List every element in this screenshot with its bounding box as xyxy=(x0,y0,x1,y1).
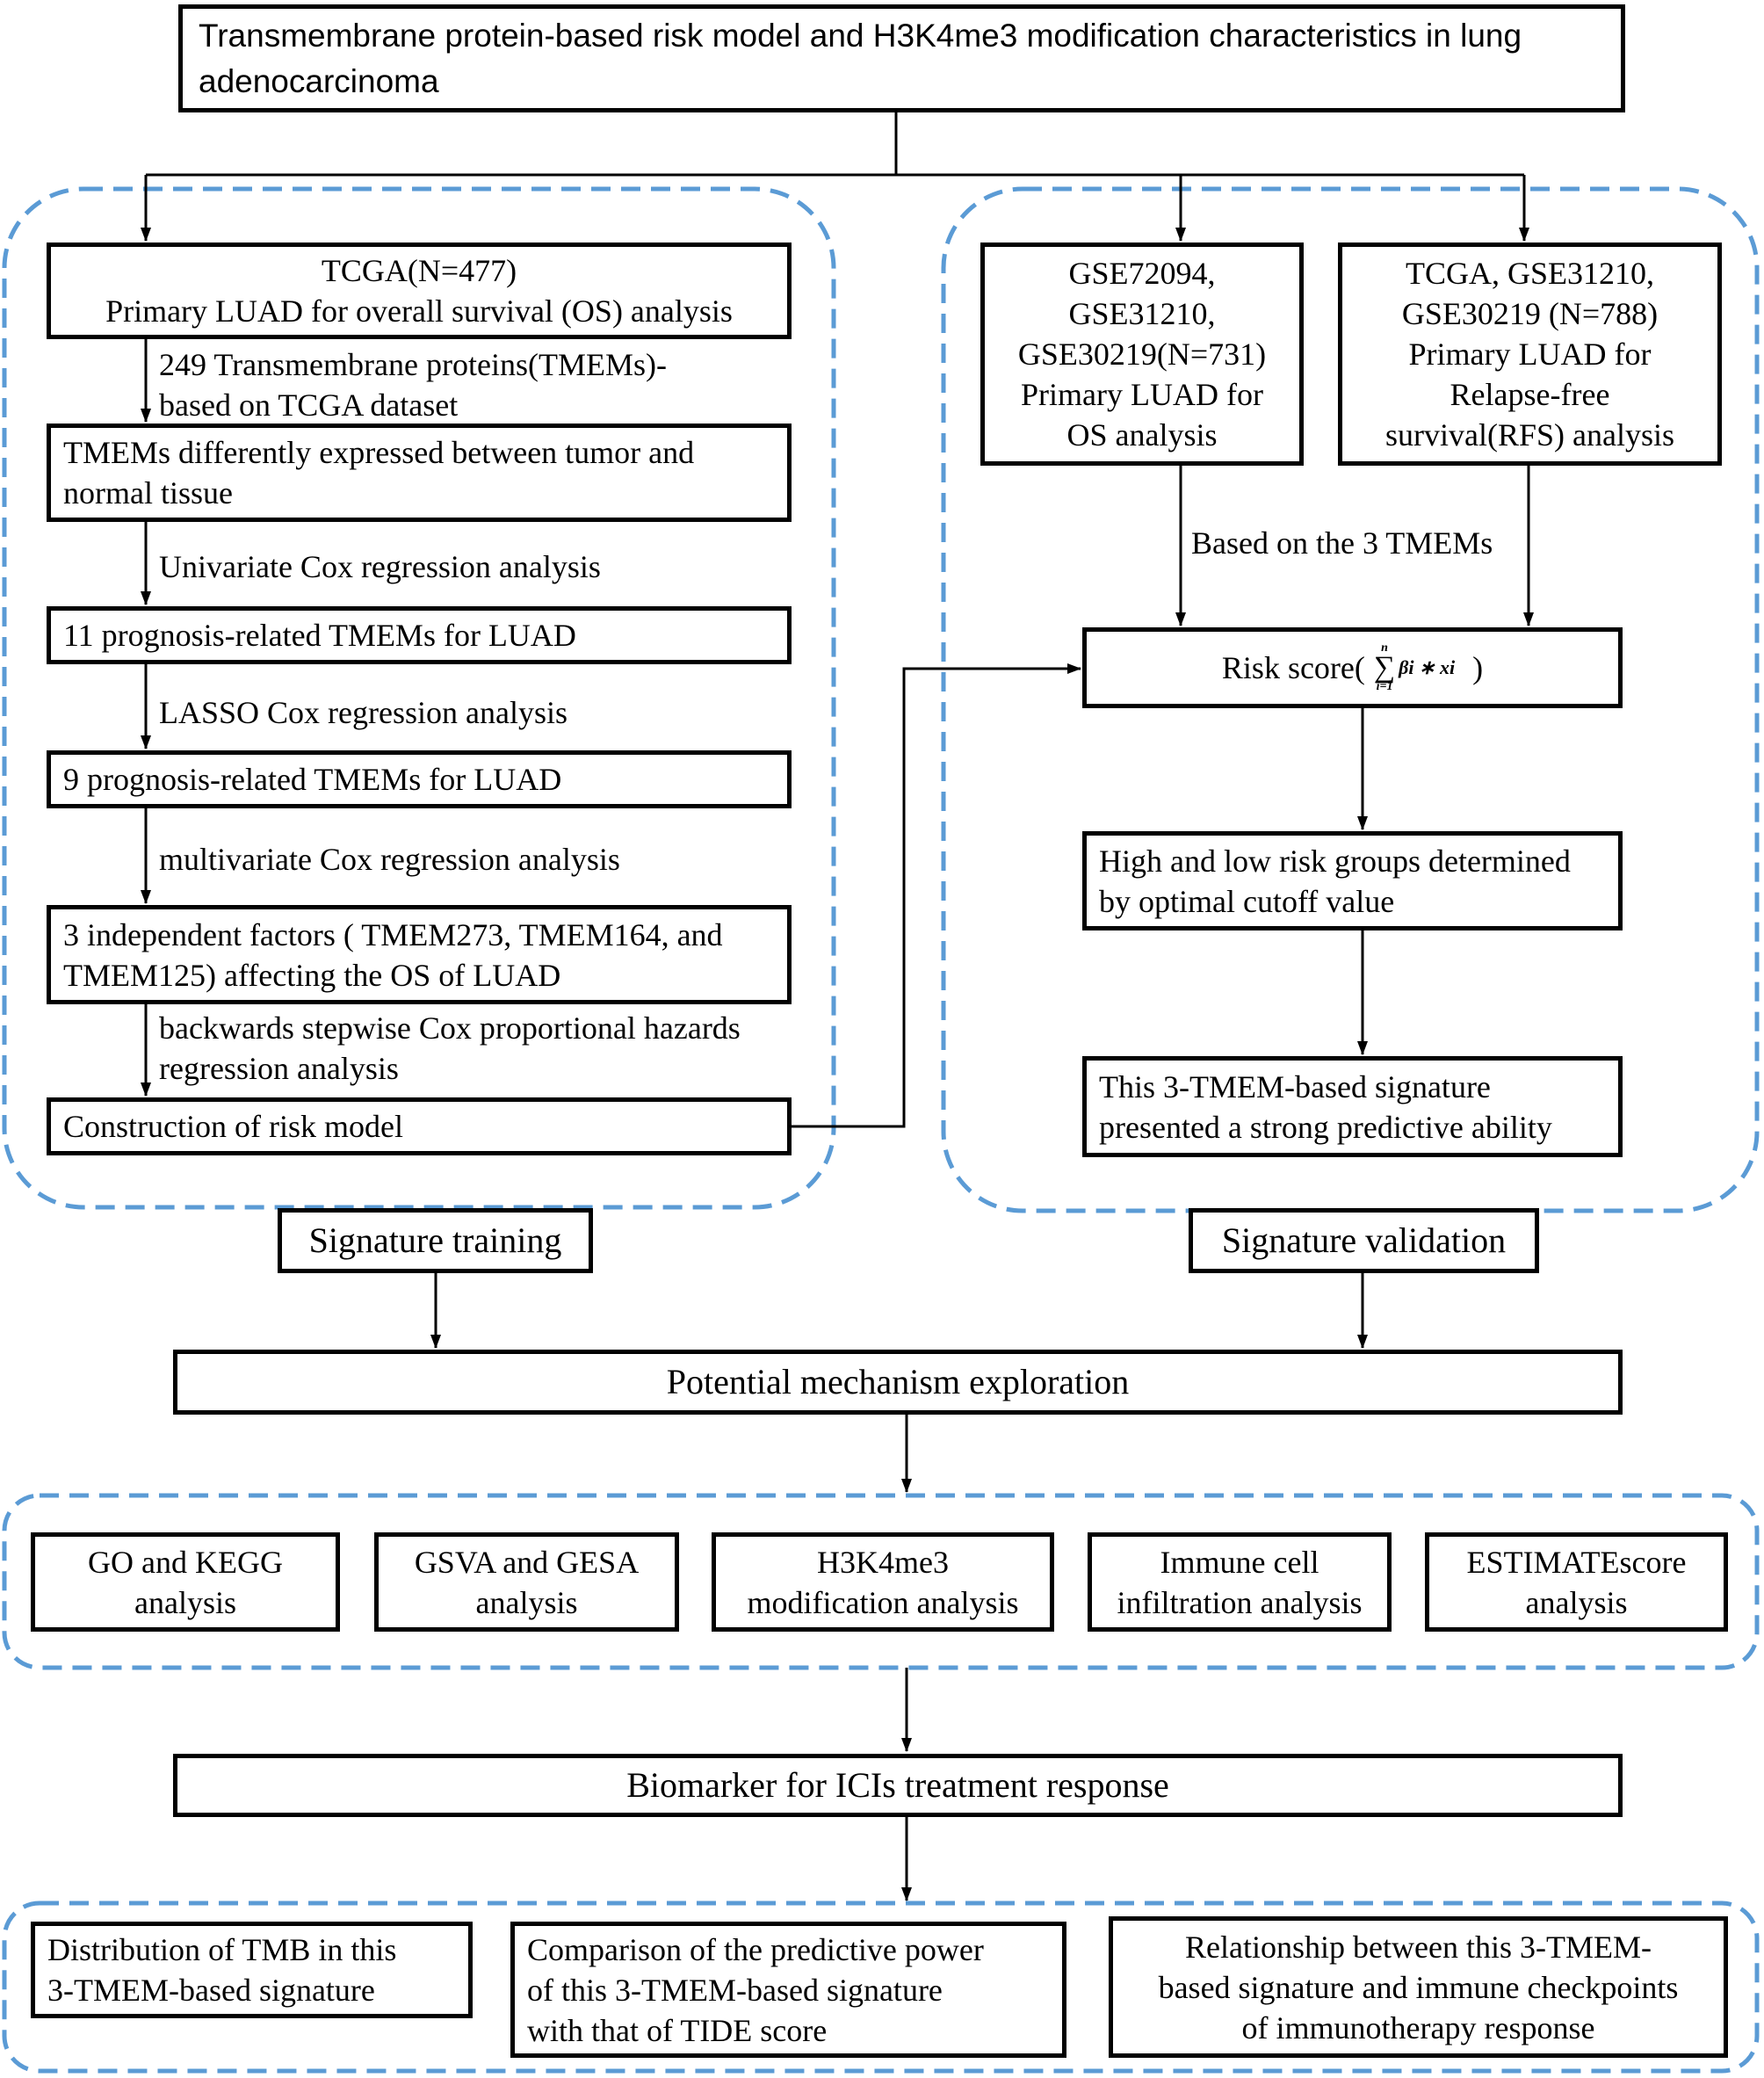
signature-validation-label: Signature validation xyxy=(1189,1208,1539,1273)
box-line: analysis xyxy=(475,1584,578,1620)
box-line: GSE30219 (N=788) xyxy=(1401,296,1659,331)
box-line: normal tissue xyxy=(63,475,233,510)
sum-bottom: i=1 xyxy=(1376,680,1393,693)
box-line: based signature and immune checkpoints xyxy=(1158,1969,1679,2005)
box-line: High and low risk groups determined xyxy=(1099,843,1571,879)
box-line: GSE72094, xyxy=(1068,256,1216,291)
box-line: GSE31210, xyxy=(1068,296,1216,331)
formula-prefix: Risk score( xyxy=(1221,650,1365,685)
risk-score-box: Risk score( n ∑ i=1 βi ∗ xi ) xyxy=(1082,627,1623,708)
tcga-rfs-box: TCGA, GSE31210, GSE30219 (N=788) Primary… xyxy=(1338,243,1722,466)
step-backwards: backwards stepwise Cox proportional haza… xyxy=(159,1008,741,1089)
box-line: Primary LUAD for xyxy=(1408,337,1652,372)
formula-suffix: ) xyxy=(1472,650,1484,685)
sum-top: n xyxy=(1381,641,1388,655)
tmb-box: Distribution of TMB in this 3-TMEM-based … xyxy=(31,1922,473,2018)
box-line: survival(RFS) analysis xyxy=(1385,417,1674,453)
box-line: by optimal cutoff value xyxy=(1099,883,1395,919)
risk-groups-box: High and low risk groups determined by o… xyxy=(1082,831,1623,930)
box-line: GO and KEGG xyxy=(88,1544,283,1580)
box-line: 3 independent factors ( TMEM273, TMEM164… xyxy=(63,916,723,952)
box-title: Biomarker for ICIs treatment response xyxy=(626,1765,1169,1805)
sum-symbol: n ∑ i=1 xyxy=(1374,642,1395,693)
training-region xyxy=(2,186,836,1210)
go-kegg-box: GO and KEGG analysis xyxy=(31,1532,340,1632)
box-line: Distribution of TMB in this xyxy=(47,1932,397,1967)
box-line: of immunotherapy response xyxy=(1241,2009,1595,2045)
box-line: with that of TIDE score xyxy=(527,2012,828,2048)
box-line: of this 3-TMEM-based signature xyxy=(527,1972,943,2008)
step-based-on-tmems: Based on the 3 TMEMs xyxy=(1191,525,1493,561)
mechanism-title-box: Potential mechanism exploration xyxy=(173,1350,1623,1415)
h3k4me3-box: H3K4me3 modification analysis xyxy=(712,1532,1054,1632)
box-line: H3K4me3 xyxy=(817,1544,949,1580)
independent-factors-box: 3 independent factors ( TMEM273, TMEM164… xyxy=(47,905,792,1004)
label-text: Signature validation xyxy=(1221,1220,1507,1260)
diff-expressed-box: TMEMs differently expressed between tumo… xyxy=(47,424,792,522)
box-line: infiltration analysis xyxy=(1117,1584,1363,1620)
tcga-os-box: TCGA(N=477) Primary LUAD for overall sur… xyxy=(47,243,792,339)
sigma: ∑ xyxy=(1373,651,1396,684)
box-line: analysis xyxy=(1525,1584,1628,1620)
box-title: Potential mechanism exploration xyxy=(666,1362,1130,1401)
box-line: Immune cell xyxy=(1160,1544,1319,1580)
box-line: Relapse-free xyxy=(1450,377,1610,412)
box-line: TMEM125) affecting the OS of LUAD xyxy=(63,957,561,993)
box-line: 3-TMEM-based signature xyxy=(47,1973,375,2008)
box-line: Comparison of the predictive power xyxy=(527,1931,984,1967)
biomarker-title-box: Biomarker for ICIs treatment response xyxy=(173,1754,1623,1817)
box-line: TCGA, GSE31210, xyxy=(1405,256,1654,291)
step-lasso: LASSO Cox regression analysis xyxy=(159,695,568,730)
box-line: TMEMs differently expressed between tumo… xyxy=(63,435,695,470)
box-line: Primary LUAD for overall survival (OS) a… xyxy=(105,293,733,329)
mechanism-region xyxy=(2,1493,1760,1670)
box-line: ESTIMATEscore xyxy=(1466,1544,1687,1580)
box-line: analysis xyxy=(134,1584,236,1620)
construction-box: Construction of risk model xyxy=(47,1097,792,1155)
formula-term: βi ∗ xi xyxy=(1399,656,1456,678)
tide-comparison-box: Comparison of the predictive power of thi… xyxy=(510,1922,1066,2058)
box-line: This 3-TMEM-based signature xyxy=(1099,1068,1491,1104)
step-multivariate: multivariate Cox regression analysis xyxy=(159,842,620,877)
gse-os-box: GSE72094, GSE31210, GSE30219(N=731) Prim… xyxy=(980,243,1304,466)
step-univariate: Univariate Cox regression analysis xyxy=(159,549,601,584)
label-text: Signature training xyxy=(308,1220,562,1260)
title-box: Transmembrane protein-based risk model a… xyxy=(178,4,1625,112)
step-line: regression analysis xyxy=(159,1051,399,1086)
predictive-ability-box: This 3-TMEM-based signature presented a … xyxy=(1082,1056,1623,1157)
box-line: Construction of risk model xyxy=(63,1109,403,1144)
box-line: Relationship between this 3-TMEM- xyxy=(1185,1929,1652,1965)
immune-checkpoints-box: Relationship between this 3-TMEM-based s… xyxy=(1109,1916,1728,2058)
biomarker-region xyxy=(2,1901,1760,2074)
risk-score-formula: Risk score( n ∑ i=1 βi ∗ xi ) xyxy=(1222,642,1483,693)
immune-infiltration-box: Immune cell infiltration analysis xyxy=(1088,1532,1392,1632)
box-line: modification analysis xyxy=(747,1584,1019,1620)
step-tmems: 249 Transmembrane proteins(TMEMs)- based… xyxy=(159,344,667,425)
eleven-tmems-box: 11 prognosis-related TMEMs for LUAD xyxy=(47,606,792,664)
title-text: Transmembrane protein-based risk model a… xyxy=(199,17,1522,99)
box-line: 11 prognosis-related TMEMs for LUAD xyxy=(63,618,576,653)
box-line: GSE30219(N=731) xyxy=(1017,337,1267,372)
step-line: backwards stepwise Cox proportional haza… xyxy=(159,1010,741,1046)
signature-training-label: Signature training xyxy=(278,1208,593,1273)
gsva-gesa-box: GSVA and GESA analysis xyxy=(374,1532,679,1632)
step-line: 249 Transmembrane proteins(TMEMs)- xyxy=(159,347,667,382)
box-line: TCGA(N=477) xyxy=(321,253,517,288)
box-line: 9 prognosis-related TMEMs for LUAD xyxy=(63,762,562,797)
box-line: OS analysis xyxy=(1066,417,1218,453)
box-line: Primary LUAD for xyxy=(1021,377,1263,412)
estimatescore-box: ESTIMATEscore analysis xyxy=(1425,1532,1728,1632)
box-line: GSVA and GESA xyxy=(414,1544,640,1580)
box-line: presented a strong predictive ability xyxy=(1099,1109,1552,1145)
step-line: based on TCGA dataset xyxy=(159,387,459,423)
nine-tmems-box: 9 prognosis-related TMEMs for LUAD xyxy=(47,750,792,808)
